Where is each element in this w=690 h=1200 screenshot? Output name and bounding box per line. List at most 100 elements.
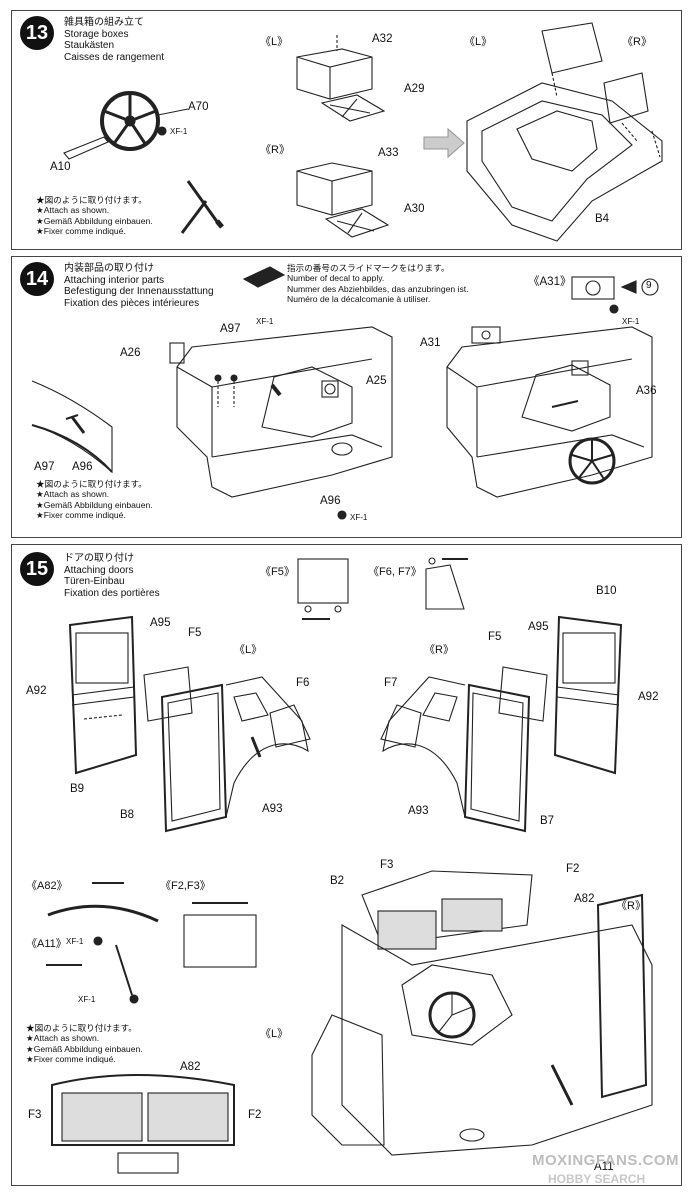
paint-dot-icon [609,304,619,314]
decal-note-fr: Numéro de la décalcomanie à utiliser. [287,294,431,305]
part-label: A97 [34,461,55,473]
door-left-b9-diagram [68,615,138,775]
step-13-title: 雑具箱の組み立て Storage boxes Staukästen Caisse… [64,17,164,63]
part-label: F2 [566,863,580,875]
step-14-title: 内装部品の取り付け Attaching interior parts Befes… [64,263,214,309]
step-13-title-de: Staukästen [64,40,115,51]
part-label: A25 [366,375,387,387]
cab-side-l-label: 《L》 [260,1028,289,1040]
part-label: A95 [528,621,549,633]
step-13-title-ja: 雑具箱の組み立て [64,17,144,28]
step-13-note-de: ★Gemäß Abbildung einbauen. [36,215,153,226]
part-label: B10 [596,585,617,597]
paint-code-label: XF-1 [350,513,368,522]
steering-wheel-diagram [63,91,189,160]
a11-detail-diagram [46,936,139,1004]
part-label: F7 [384,677,398,689]
part-label: A70 [188,101,209,113]
step-15-title-fr: Fixation des portières [64,587,160,599]
part-label: F5 [188,627,202,639]
part-label: A82 [574,893,595,905]
step-14-title-en: Attaching interior parts [64,274,165,286]
glass-f5-right [498,666,548,722]
f5-sub-label: 《F5》 [260,566,295,578]
step-14-title-ja: 内装部品の取り付け [64,263,154,274]
a31-sub-label: 《A31》 [528,276,572,288]
windshield-detail-diagram [51,1074,235,1174]
decal-slide-icon [242,266,286,288]
part-label: A31 [420,337,441,349]
part-label: A32 [372,33,393,45]
part-label: B8 [120,809,135,821]
part-label: F3 [28,1109,42,1121]
f5-detail-diagram [297,558,349,604]
door-right-b10-diagram [553,615,623,775]
step-13-side-l2: 《L》 [464,36,493,48]
step-13-side-l: 《L》 [260,36,289,48]
part-label: A95 [150,617,171,629]
a82-detail-diagram [47,904,159,923]
decal-number-circle [641,278,659,296]
watermark-sub: HOBBY SEARCH [548,1172,646,1186]
a82-sub-label: 《A82》 [26,880,68,892]
part-label: B4 [595,213,610,225]
storage-box-right-diagram [296,162,390,238]
body-side-b8-diagram [160,676,309,833]
side-r-label: 《R》 [424,644,454,656]
step-14-note-en: ★Attach as shown. [36,489,110,500]
tool-diagram [180,180,224,234]
cab-assembly-diagram [311,870,653,1156]
hull-b4-diagram [466,22,663,242]
decal-number: 9 [646,280,652,291]
step-15-title-en: Attaching doors [64,564,134,576]
decal-note-de: Nummer des Abziehbildes, das anzubringen… [287,283,469,294]
part-label: B2 [330,875,345,887]
glass-f5-left [143,666,193,722]
decal-note-ja: 指示の番号のスライドマークをはります。 [287,263,450,273]
step-15-title-ja: ドアの取り付け [64,553,134,564]
part-label: A96 [72,461,93,473]
part-label: A92 [26,685,47,697]
part-label: A26 [120,347,141,359]
step-14-note: ★図のように取り付けます。 ★Attach as shown. ★Gemäß A… [36,479,153,521]
part-label: A97 [220,323,241,335]
side-l-label: 《L》 [234,644,263,656]
paint-code-label: XF-1 [256,317,274,326]
paint-code-label: XF-1 [622,317,640,326]
step-15-drawing [46,557,653,1174]
step-14-panel: 14 内装部品の取り付け Attaching interior parts Be… [11,256,682,538]
paint-code-label: XF-1 [170,127,188,136]
f6-f7-sub-label: 《F6, F7》 [368,566,422,578]
cab-side-r-label: 《R》 [616,900,646,912]
floor-right-diagram [446,326,653,498]
step-13-note-en: ★Attach as shown. [36,205,110,216]
paint-code-label: XF-1 [66,937,84,946]
step-15-title-de: Türen-Einbau [64,576,125,587]
step-13-side-r: 《R》 [260,144,290,156]
step-14-note-ja: ★図のように取り付けます。 [36,479,147,489]
decal-arrow-icon [620,280,637,294]
part-label: A96 [320,495,341,507]
f6-f7-detail-diagram [425,564,465,610]
part-label: A33 [378,147,399,159]
step-14-note-fr: ★Fixer comme indiqué. [36,510,126,521]
step-13-number: 13 [20,16,54,50]
part-label: A36 [636,385,657,397]
part-label: B9 [70,783,85,795]
step-13-note-fr: ★Fixer comme indiqué. [36,226,126,237]
assembly-arrow [423,127,465,159]
step-15-note-ja: ★図のように取り付けます。 [26,1023,137,1033]
step-13-side-r2: 《R》 [622,36,652,48]
part-label: A93 [408,805,429,817]
part-label: A10 [50,161,71,173]
step-15-number: 15 [20,552,54,586]
gauge-icon [585,280,601,296]
glass-f7 [380,704,422,748]
part-label: F6 [296,677,310,689]
f2-f3-sub-label: 《F2,F3》 [160,880,211,892]
step-15-note-de: ★Gemäß Abbildung einbauen. [26,1043,143,1054]
part-label: F2 [248,1109,262,1121]
step-13-note-ja: ★図のように取り付けます。 [36,195,147,205]
step-15-panel: 15 ドアの取り付け Attaching doors Türen-Einbau … [11,544,682,1186]
part-label: F3 [380,859,394,871]
